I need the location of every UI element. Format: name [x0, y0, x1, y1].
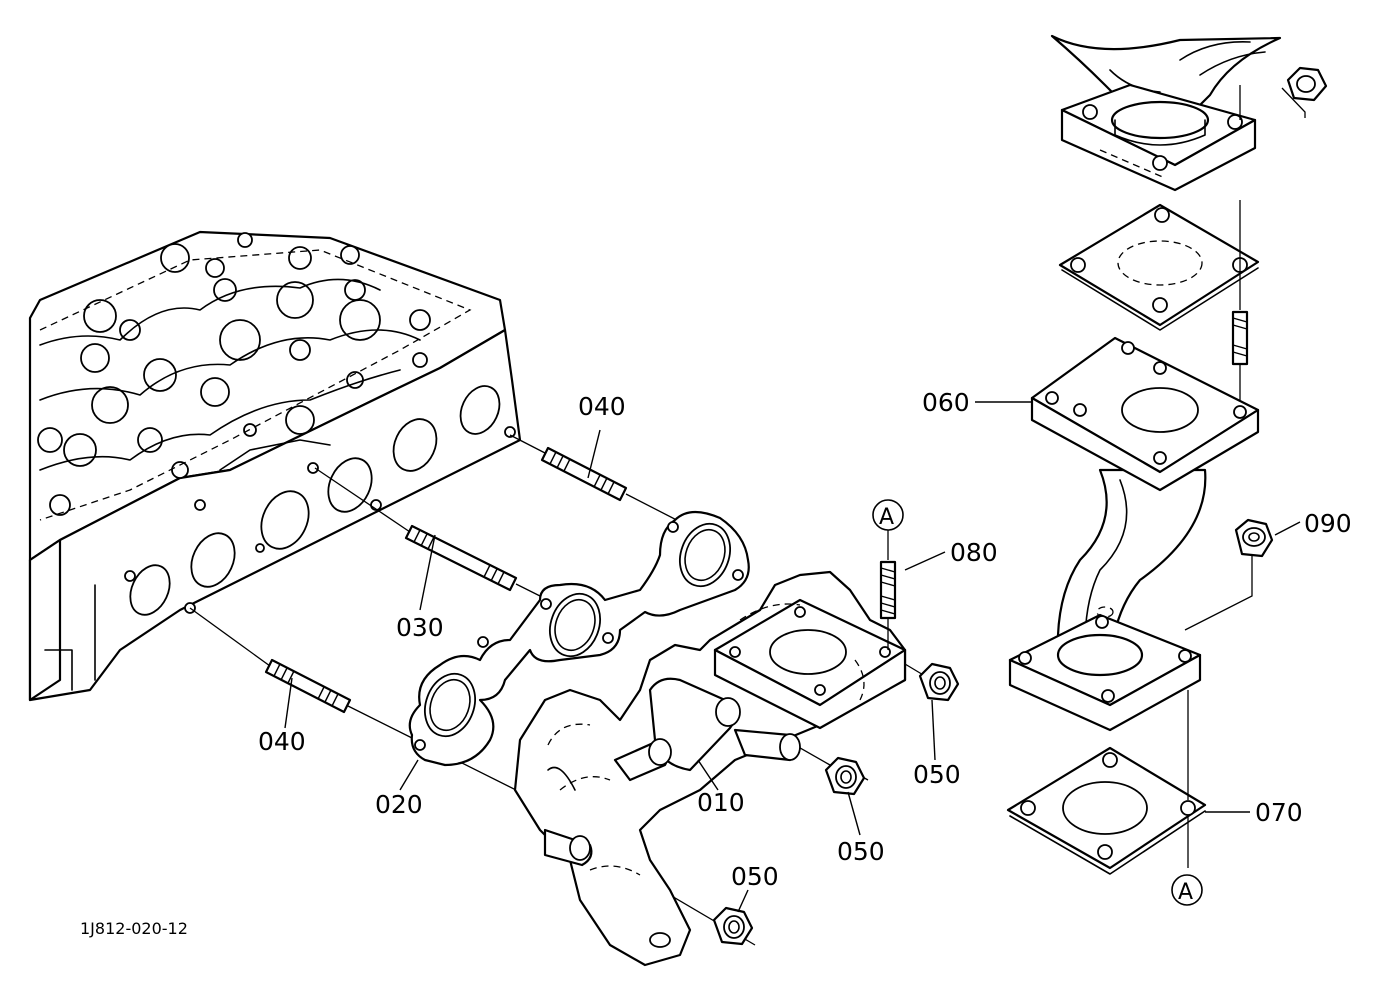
leader-lines — [284, 401, 1301, 913]
nut-050-right — [918, 662, 960, 702]
callout-080: 080 — [950, 538, 998, 567]
gasket-070 — [1006, 690, 1207, 875]
marker-a-bottom: A — [1178, 880, 1193, 905]
stud-030 — [404, 524, 518, 592]
diagram-reference-code: 1J812-020-12 — [80, 919, 188, 938]
callout-040-upper: 040 — [578, 392, 626, 421]
callout-040-lower: 040 — [258, 727, 306, 756]
stud-040-upper — [540, 446, 628, 502]
callout-030: 030 — [396, 613, 444, 642]
callout-050-right: 050 — [913, 760, 961, 789]
callout-090: 090 — [1304, 509, 1352, 538]
stud-080 — [879, 530, 897, 650]
nut-050-lower — [712, 906, 754, 946]
callout-070: 070 — [1255, 798, 1303, 827]
cylinder-head — [28, 230, 522, 702]
stud-turbo — [1231, 200, 1249, 404]
exhaust-gasket-020 — [408, 510, 750, 767]
callout-050-lower: 050 — [731, 862, 779, 891]
callout-050-middle: 050 — [837, 837, 885, 866]
exhaust-elbow-060 — [1008, 336, 1260, 732]
turbo-gasket — [1058, 203, 1260, 331]
callout-010: 010 — [697, 788, 745, 817]
stud-040-lower — [264, 658, 352, 714]
marker-a-top: A — [879, 505, 894, 530]
marker-a-top-circle — [872, 499, 904, 531]
marker-a-bottom-circle — [1171, 874, 1203, 906]
turbocharger-housing — [1050, 34, 1328, 192]
exhaust-manifold-010 — [513, 570, 907, 967]
nut-050-middle — [824, 756, 866, 796]
callout-060: 060 — [922, 388, 970, 417]
callout-020: 020 — [375, 790, 423, 819]
nut-090 — [1184, 518, 1274, 631]
